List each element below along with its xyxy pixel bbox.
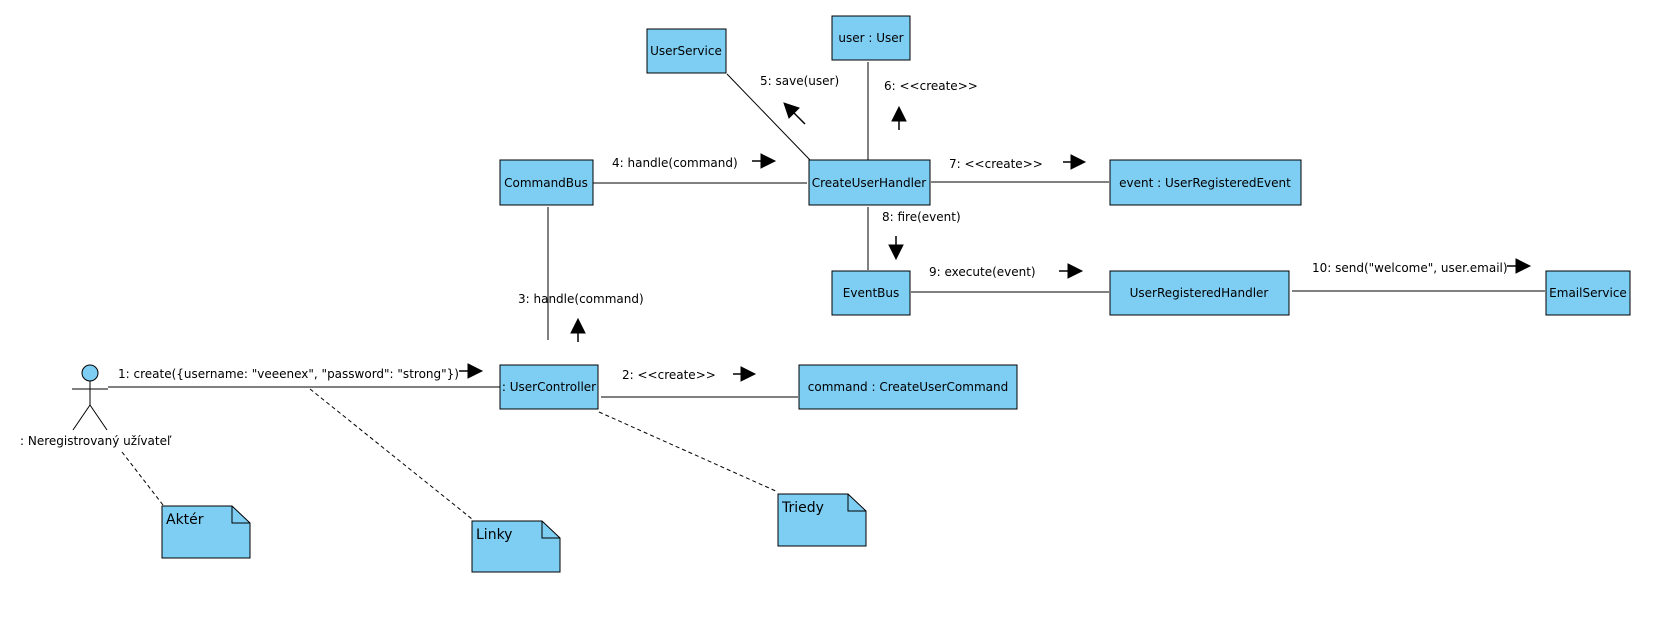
- message-arrow-6: [891, 105, 907, 130]
- object-label: : UserController: [502, 380, 596, 394]
- message-label-8: 8: fire(event): [882, 210, 961, 224]
- object-user-registered-handler[interactable]: UserRegisteredHandler: [1109, 270, 1290, 316]
- object-event-user-registered[interactable]: event : UserRegisteredEvent: [1109, 159, 1302, 206]
- object-label: EmailService: [1549, 286, 1627, 300]
- actor-leg-left: [72, 404, 91, 431]
- object-label: CommandBus: [504, 176, 588, 190]
- object-label: CreateUserHandler: [812, 176, 927, 190]
- message-label-4: 4: handle(command): [612, 156, 738, 170]
- message-label-10: 10: send("welcome", user.email): [1312, 261, 1508, 275]
- note-text: Linky: [476, 527, 512, 543]
- message-label-3: 3: handle(command): [518, 292, 644, 306]
- message-arrow-2: [733, 366, 757, 382]
- message-arrow-10: [1507, 258, 1532, 274]
- message-arrow-4: [752, 153, 777, 169]
- message-arrow-9: [1059, 263, 1084, 279]
- object-user-service[interactable]: UserService: [646, 28, 727, 74]
- message-arrow-5: [783, 102, 806, 125]
- note-text: Aktér: [166, 512, 204, 528]
- message-arrow-8: [888, 236, 904, 261]
- message-label-6: 6: <<create>>: [884, 79, 978, 93]
- object-label: EventBus: [843, 286, 899, 300]
- message-label-5: 5: save(user): [760, 74, 839, 88]
- message-label-1: 1: create({username: "veeenex", "passwor…: [118, 367, 459, 381]
- object-label: command : CreateUserCommand: [808, 380, 1008, 394]
- object-create-user-handler[interactable]: CreateUserHandler: [808, 159, 931, 206]
- actor-head: [81, 364, 99, 382]
- actor-figure[interactable]: [72, 364, 108, 431]
- message-arrow-7: [1063, 154, 1087, 170]
- message-arrow-1: [459, 363, 484, 379]
- message-label-9: 9: execute(event): [929, 265, 1036, 279]
- object-label: UserService: [650, 44, 722, 58]
- actor-label: : Neregistrovaný užívateľ: [20, 434, 172, 448]
- object-label: user : User: [838, 31, 903, 45]
- object-label: UserRegisteredHandler: [1130, 286, 1269, 300]
- object-label: event : UserRegisteredEvent: [1119, 176, 1291, 190]
- object-email-service[interactable]: EmailService: [1545, 270, 1631, 316]
- note-linky[interactable]: Linky: [471, 520, 561, 573]
- note-anchor-akter: [121, 451, 164, 506]
- note-anchor-linky: [309, 388, 473, 520]
- message-label-7: 7: <<create>>: [949, 157, 1043, 171]
- object-event-bus[interactable]: EventBus: [831, 270, 911, 316]
- note-akter[interactable]: Aktér: [161, 505, 251, 559]
- object-user-user[interactable]: user : User: [831, 15, 911, 61]
- link-userservice-createuserhandler: [726, 73, 811, 161]
- note-anchor-triedy: [598, 411, 779, 493]
- object-user-controller[interactable]: : UserController: [499, 364, 599, 410]
- object-command-bus[interactable]: CommandBus: [499, 159, 594, 206]
- message-label-2: 2: <<create>>: [622, 368, 716, 382]
- actor-leg-right: [89, 404, 108, 431]
- note-triedy[interactable]: Triedy: [777, 493, 867, 547]
- note-text: Triedy: [781, 500, 824, 516]
- object-command-create-user[interactable]: command : CreateUserCommand: [798, 364, 1018, 410]
- message-arrow-3: [570, 317, 586, 342]
